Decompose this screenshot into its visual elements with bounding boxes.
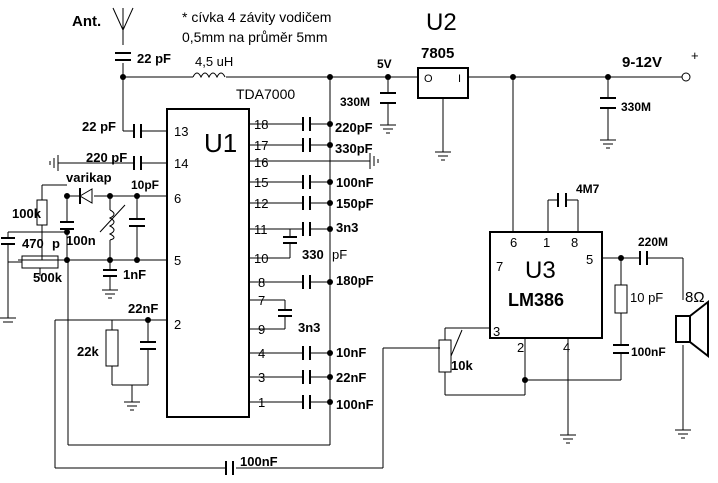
resistors (36, 199, 628, 367)
u3-pin-2: 2 (517, 340, 524, 355)
supply-label: 9-12V (622, 54, 662, 71)
c-470p-suffix: p (52, 236, 60, 251)
vout-label: 5V (377, 57, 392, 71)
c-100nF-b-label: 100nF (336, 397, 374, 412)
note-line-2: 0,5mm na průměr 5mm (182, 29, 327, 45)
c-180p-label: 180pF (336, 273, 374, 288)
c-220p-r-label: 220pF (335, 120, 373, 135)
u2-pin-in: I (458, 73, 461, 85)
u3-pin-7: 7 (496, 259, 503, 274)
u3-pin-4: 4 (563, 340, 570, 355)
c-ant-label: 22 pF (137, 51, 171, 66)
pot-500k-icon (21, 255, 59, 276)
u3-body (489, 231, 603, 339)
u1-pin-6: 6 (174, 191, 181, 206)
u1-part: TDA7000 (236, 86, 295, 102)
r-22k-label: 22k (77, 344, 99, 359)
u1-pin-14: 14 (174, 156, 188, 171)
ground-icons (0, 124, 691, 444)
capacitors (1, 52, 648, 475)
c-470p-label: 470 (22, 236, 44, 251)
c-100n-osc-label: 100n (66, 233, 96, 248)
u2-part: 7805 (421, 45, 454, 62)
antenna-icon (112, 7, 134, 45)
u3-ref: U3 (525, 257, 556, 284)
c-330M-b-label: 330M (621, 100, 651, 114)
c-in-label: 22 pF (82, 119, 116, 134)
c-330p-label: 330pF (335, 141, 373, 156)
u1-body (166, 108, 250, 418)
note-line-1: * cívka 4 závity vodičem (182, 9, 331, 25)
c-100nF-label: 100nF (336, 175, 374, 190)
supply-terminal (681, 72, 691, 82)
c-22nF-label: 22nF (336, 370, 366, 385)
speaker-icon (675, 299, 709, 359)
pot-10k-label: 10k (451, 358, 473, 373)
u2-pin-out: O (424, 73, 433, 85)
coil-icon (99, 204, 126, 241)
c-220M-label: 220M (638, 235, 668, 249)
c-bottom-label: 100nF (240, 454, 278, 469)
u3-pin-5: 5 (586, 252, 593, 267)
c-100nF-out-label: 100nF (631, 345, 666, 359)
c-220p-label: 220 pF (86, 150, 127, 165)
c-10p-label: 10pF (131, 178, 159, 192)
c-3n3-b-label: 3n3 (298, 320, 320, 335)
r-100k-label: 100k (12, 206, 42, 221)
pot-500k-label: 500k (33, 270, 63, 285)
varicap-label: varikap (66, 170, 112, 185)
speaker-label: 8Ω (685, 289, 705, 306)
u1-ref: U1 (204, 128, 237, 158)
u3-pin-8: 8 (571, 235, 578, 250)
inductor-l1 (192, 72, 226, 79)
u1-pin-2: 2 (174, 317, 181, 332)
pot-10k-icon (438, 329, 463, 373)
c-330M-a-label: 330M (340, 95, 370, 109)
u3-pin-3: 3 (493, 324, 500, 339)
junction-dots (64, 74, 624, 405)
c-22n-label: 22nF (128, 301, 158, 316)
l1-label: 4,5 uH (195, 54, 233, 69)
u3-pin-1: 1 (543, 235, 550, 250)
c-10n-label: 10nF (336, 345, 366, 360)
c-4m7-label: 4M7 (576, 182, 600, 196)
c-150p-label: 150pF (336, 196, 374, 211)
c-1n-label: 1nF (123, 267, 146, 282)
u3-part: LM386 (508, 290, 564, 310)
c-330p-b-label: 330 (302, 247, 324, 262)
wires (7, 63, 684, 469)
c-3n3-label: 3n3 (336, 220, 358, 235)
supply-plus: + (691, 48, 699, 63)
u3-pin-6: 6 (510, 235, 517, 250)
varicap-icon (79, 188, 93, 204)
u1-pin-16: 16 (254, 155, 268, 170)
u1-pin-13: 13 (174, 124, 188, 139)
c-10pF-label: 10 pF (630, 290, 663, 305)
u2-ref: U2 (426, 9, 457, 36)
antenna-label: Ant. (72, 13, 101, 30)
c-330p-b-unit: pF (332, 247, 347, 262)
u1-pin-5: 5 (174, 253, 181, 268)
